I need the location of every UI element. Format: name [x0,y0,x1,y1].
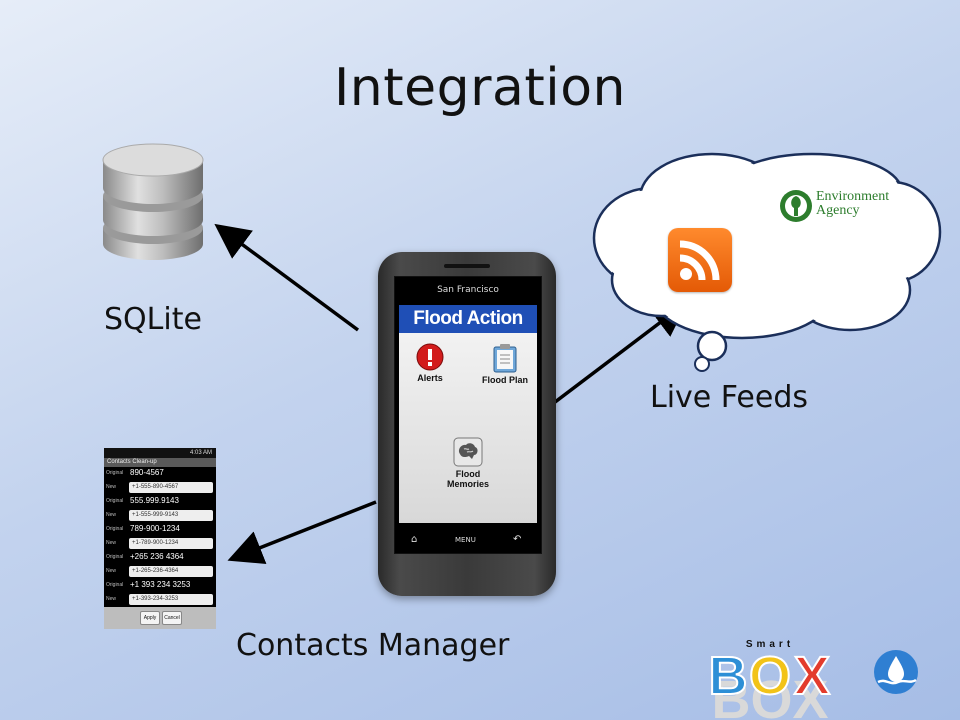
app-title-bar: Flood Action [399,305,537,333]
database-icon [102,143,204,260]
sqlite-label: SQLite [104,302,202,337]
smartbox-logo: Smart BOX B O X [708,639,832,720]
original-number: 789-900-1234 [130,524,180,533]
contacts-row: Original 555.999.9143 [104,495,216,509]
original-number: +265 236 4364 [130,552,184,561]
smart-text: Smart [746,639,794,650]
back-icon[interactable]: ↶ [513,534,522,545]
contacts-row: New +1-555-999-9143 [104,509,216,523]
app-home: Alerts Flood Plan Flo [399,333,537,523]
environment-agency-text: Environment Agency [816,190,889,218]
new-label: New [106,568,117,574]
box-letter-o: O [749,646,791,706]
app-item-flood-plan[interactable]: Flood Plan [477,343,533,385]
contacts-row: New +1-789-900-1234 [104,537,216,551]
contacts-row: New +1-393-234-3253 [104,593,216,607]
alert-icon [416,343,444,371]
phone-status-text: San Francisco [437,285,499,295]
contacts-title: Contacts Clean-up [104,458,216,467]
phone-softkeys: ⌂ MENU ↶ [395,527,541,553]
contacts-row: Original +265 236 4364 [104,551,216,565]
slide-title: Integration [333,58,627,118]
contacts-manager-screenshot: 4:03 AM Contacts Clean-up Original 890-4… [104,448,216,629]
contacts-row: Original 890-4567 [104,467,216,481]
agency-line-1: Environment [816,189,890,204]
original-label: Original [106,470,124,476]
phone-screen: San Francisco Flood Action Alerts [394,276,542,554]
new-number-field[interactable]: +1-555-890-4567 [129,482,213,493]
original-label: Original [106,554,124,560]
cancel-button[interactable]: Cancel [162,611,182,625]
rss-icon [679,240,720,281]
original-number: +1 393 234 3253 [130,580,191,589]
phone-device: San Francisco Flood Action Alerts [378,252,556,596]
contacts-row: New +1-265-236-4364 [104,565,216,579]
new-number-field[interactable]: +1-393-234-3253 [129,594,213,605]
original-number: 555.999.9143 [130,496,179,505]
rss-feed-icon[interactable] [668,228,732,292]
arrow-to-contacts [227,500,377,565]
contacts-row: New +1-555-890-4567 [104,481,216,495]
agency-line-2: Agency [816,203,860,218]
brain-icon [453,437,483,467]
new-label: New [106,540,117,546]
new-number-field[interactable]: +1-789-900-1234 [129,538,213,549]
box-reflection-text: BOX [711,670,828,720]
box-letter-b: B [709,646,748,706]
home-icon[interactable]: ⌂ [411,534,418,545]
arrow-to-sqlite [214,223,360,332]
contacts-row: Original +1 393 234 3253 [104,579,216,593]
original-label: Original [106,582,124,588]
environment-agency-logo [780,190,812,222]
new-label: New [106,484,117,490]
contacts-button-bar: Apply Cancel [104,607,216,629]
app-item-label: Flood Plan [482,375,528,385]
contacts-manager-label: Contacts Manager [236,628,510,663]
original-number: 890-4567 [130,468,164,477]
new-number-field[interactable]: +1-555-999-9143 [129,510,213,521]
new-label: New [106,596,117,602]
original-label: Original [106,498,124,504]
app-item-flood-memories[interactable]: Flood Memories [439,437,497,489]
original-label: Original [106,526,124,532]
box-letter-x: X [794,646,830,706]
contacts-row: Original 789-900-1234 [104,523,216,537]
phone-speaker [444,264,490,268]
app-item-label: Alerts [417,373,443,383]
contacts-status-bar: 4:03 AM [104,448,216,458]
app-item-alerts[interactable]: Alerts [405,343,455,383]
clipboard-icon [493,344,517,373]
new-number-field[interactable]: +1-265-236-4364 [129,566,213,577]
menu-softkey[interactable]: MENU [455,536,476,544]
live-feeds-label: Live Feeds [650,380,808,415]
app-item-label: Flood Memories [446,469,490,489]
new-label: New [106,512,117,518]
water-drop-logo [874,650,918,694]
apply-button[interactable]: Apply [140,611,160,625]
